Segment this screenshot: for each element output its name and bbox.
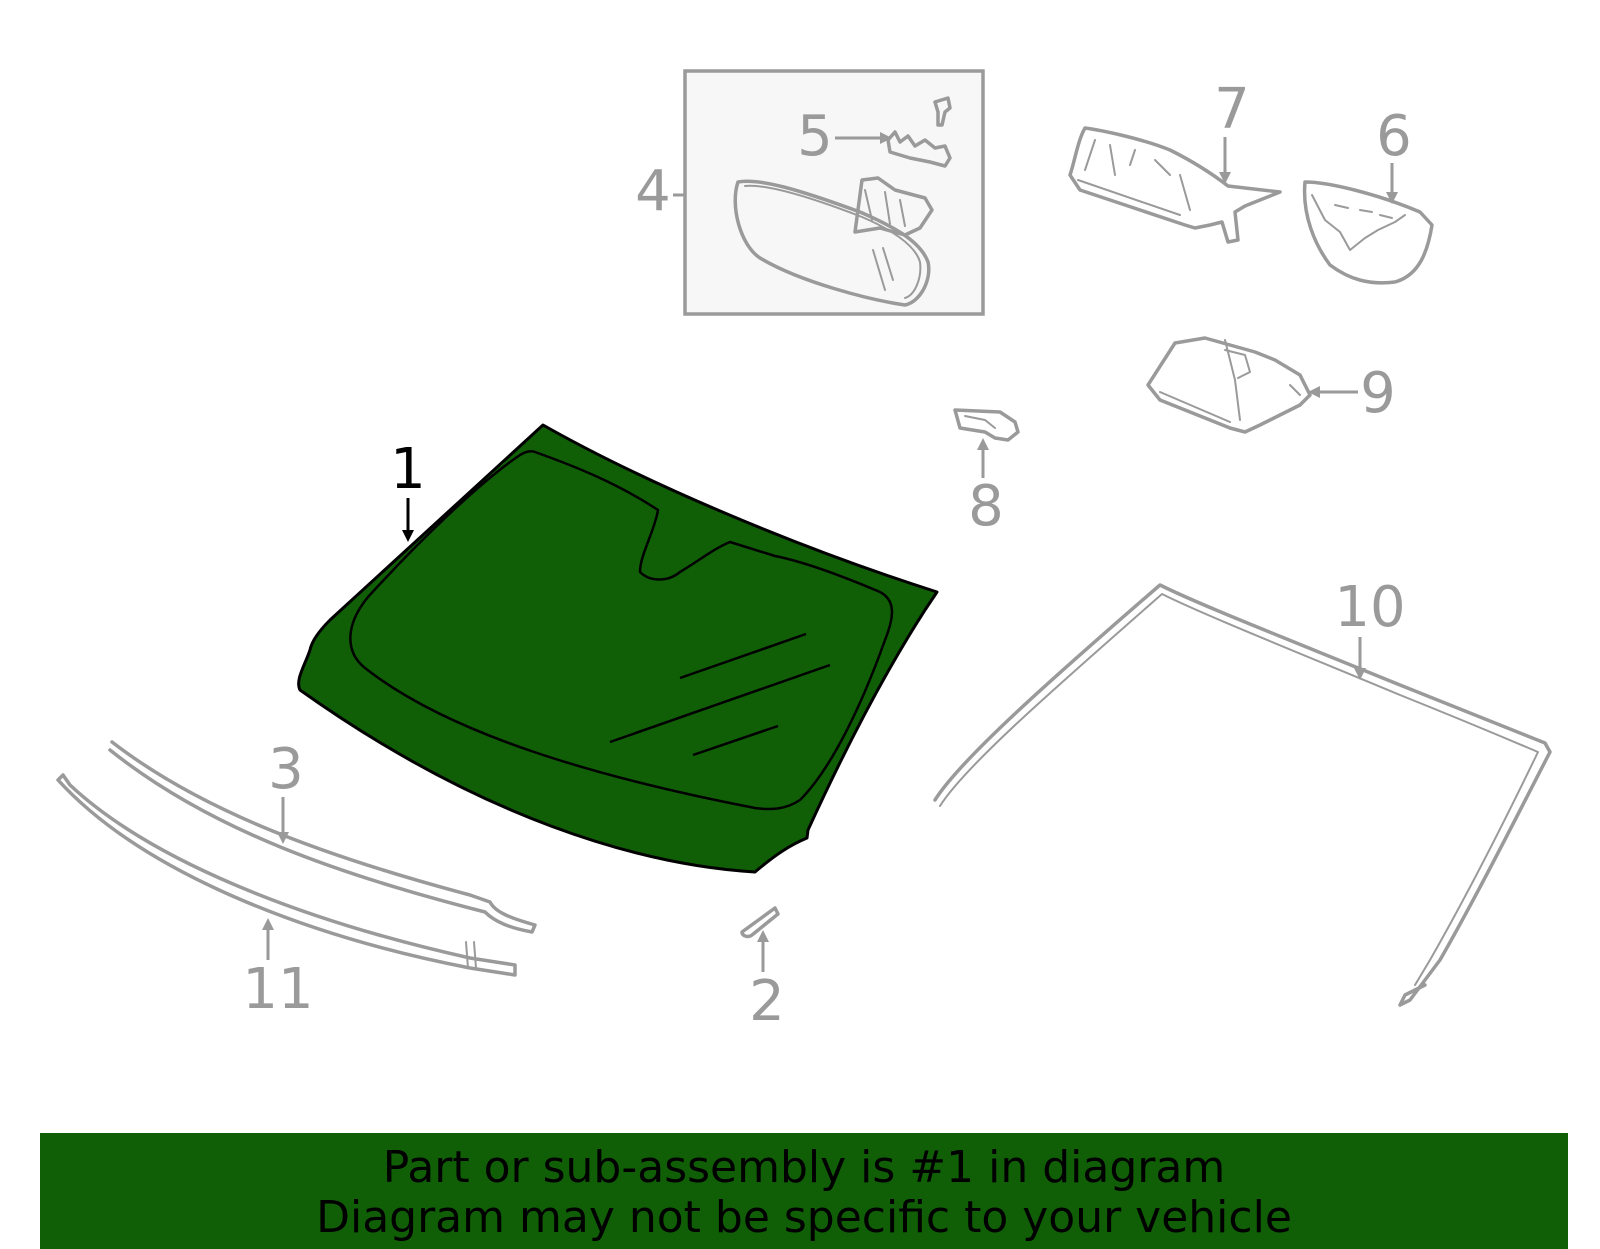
callout-10: 10 [1334, 575, 1405, 640]
mirror-cover-part-7[interactable] [1068, 126, 1282, 244]
cowl-strip-part-3[interactable] [108, 740, 537, 934]
callout-5: 5 [797, 104, 833, 169]
camera-module-part-9[interactable] [1146, 336, 1312, 434]
info-banner: Part or sub-assembly is #1 in diagram Di… [40, 1133, 1568, 1249]
windshield-part-1[interactable] [297, 423, 939, 874]
callout-4: 4 [635, 159, 671, 224]
callout-7: 7 [1214, 77, 1250, 142]
callout-3: 3 [268, 737, 304, 802]
lower-strip-part-11[interactable] [56, 773, 517, 977]
leader-9 [1308, 386, 1358, 398]
callout-11: 11 [242, 957, 313, 1022]
leader-3 [277, 797, 289, 844]
callout-1: 1 [390, 437, 426, 502]
sensor-cover-part-6[interactable] [1302, 180, 1434, 285]
callout-8: 8 [968, 474, 1004, 539]
leader-10 [1354, 637, 1366, 680]
mirror-clip-part-5[interactable] [835, 132, 892, 144]
leader-11 [262, 918, 274, 960]
bracket-part-8[interactable] [953, 408, 1020, 442]
clip-part-2[interactable] [740, 906, 780, 939]
callout-9: 9 [1360, 361, 1396, 426]
callout-6: 6 [1376, 104, 1412, 169]
leader-8 [977, 438, 989, 478]
windshield-molding-part-10[interactable] [933, 583, 1552, 1007]
callout-2: 2 [749, 969, 785, 1034]
mirror-assembly-box-part-4[interactable] [683, 69, 985, 316]
leader-7 [1219, 137, 1231, 184]
banner-line-part-info: Part or sub-assembly is #1 in diagram [382, 1142, 1226, 1193]
leader-6 [1386, 163, 1398, 204]
banner-line-disclaimer: Diagram may not be specific to your vehi… [316, 1192, 1292, 1243]
leader-1 [402, 498, 414, 542]
leader-2 [757, 930, 769, 972]
